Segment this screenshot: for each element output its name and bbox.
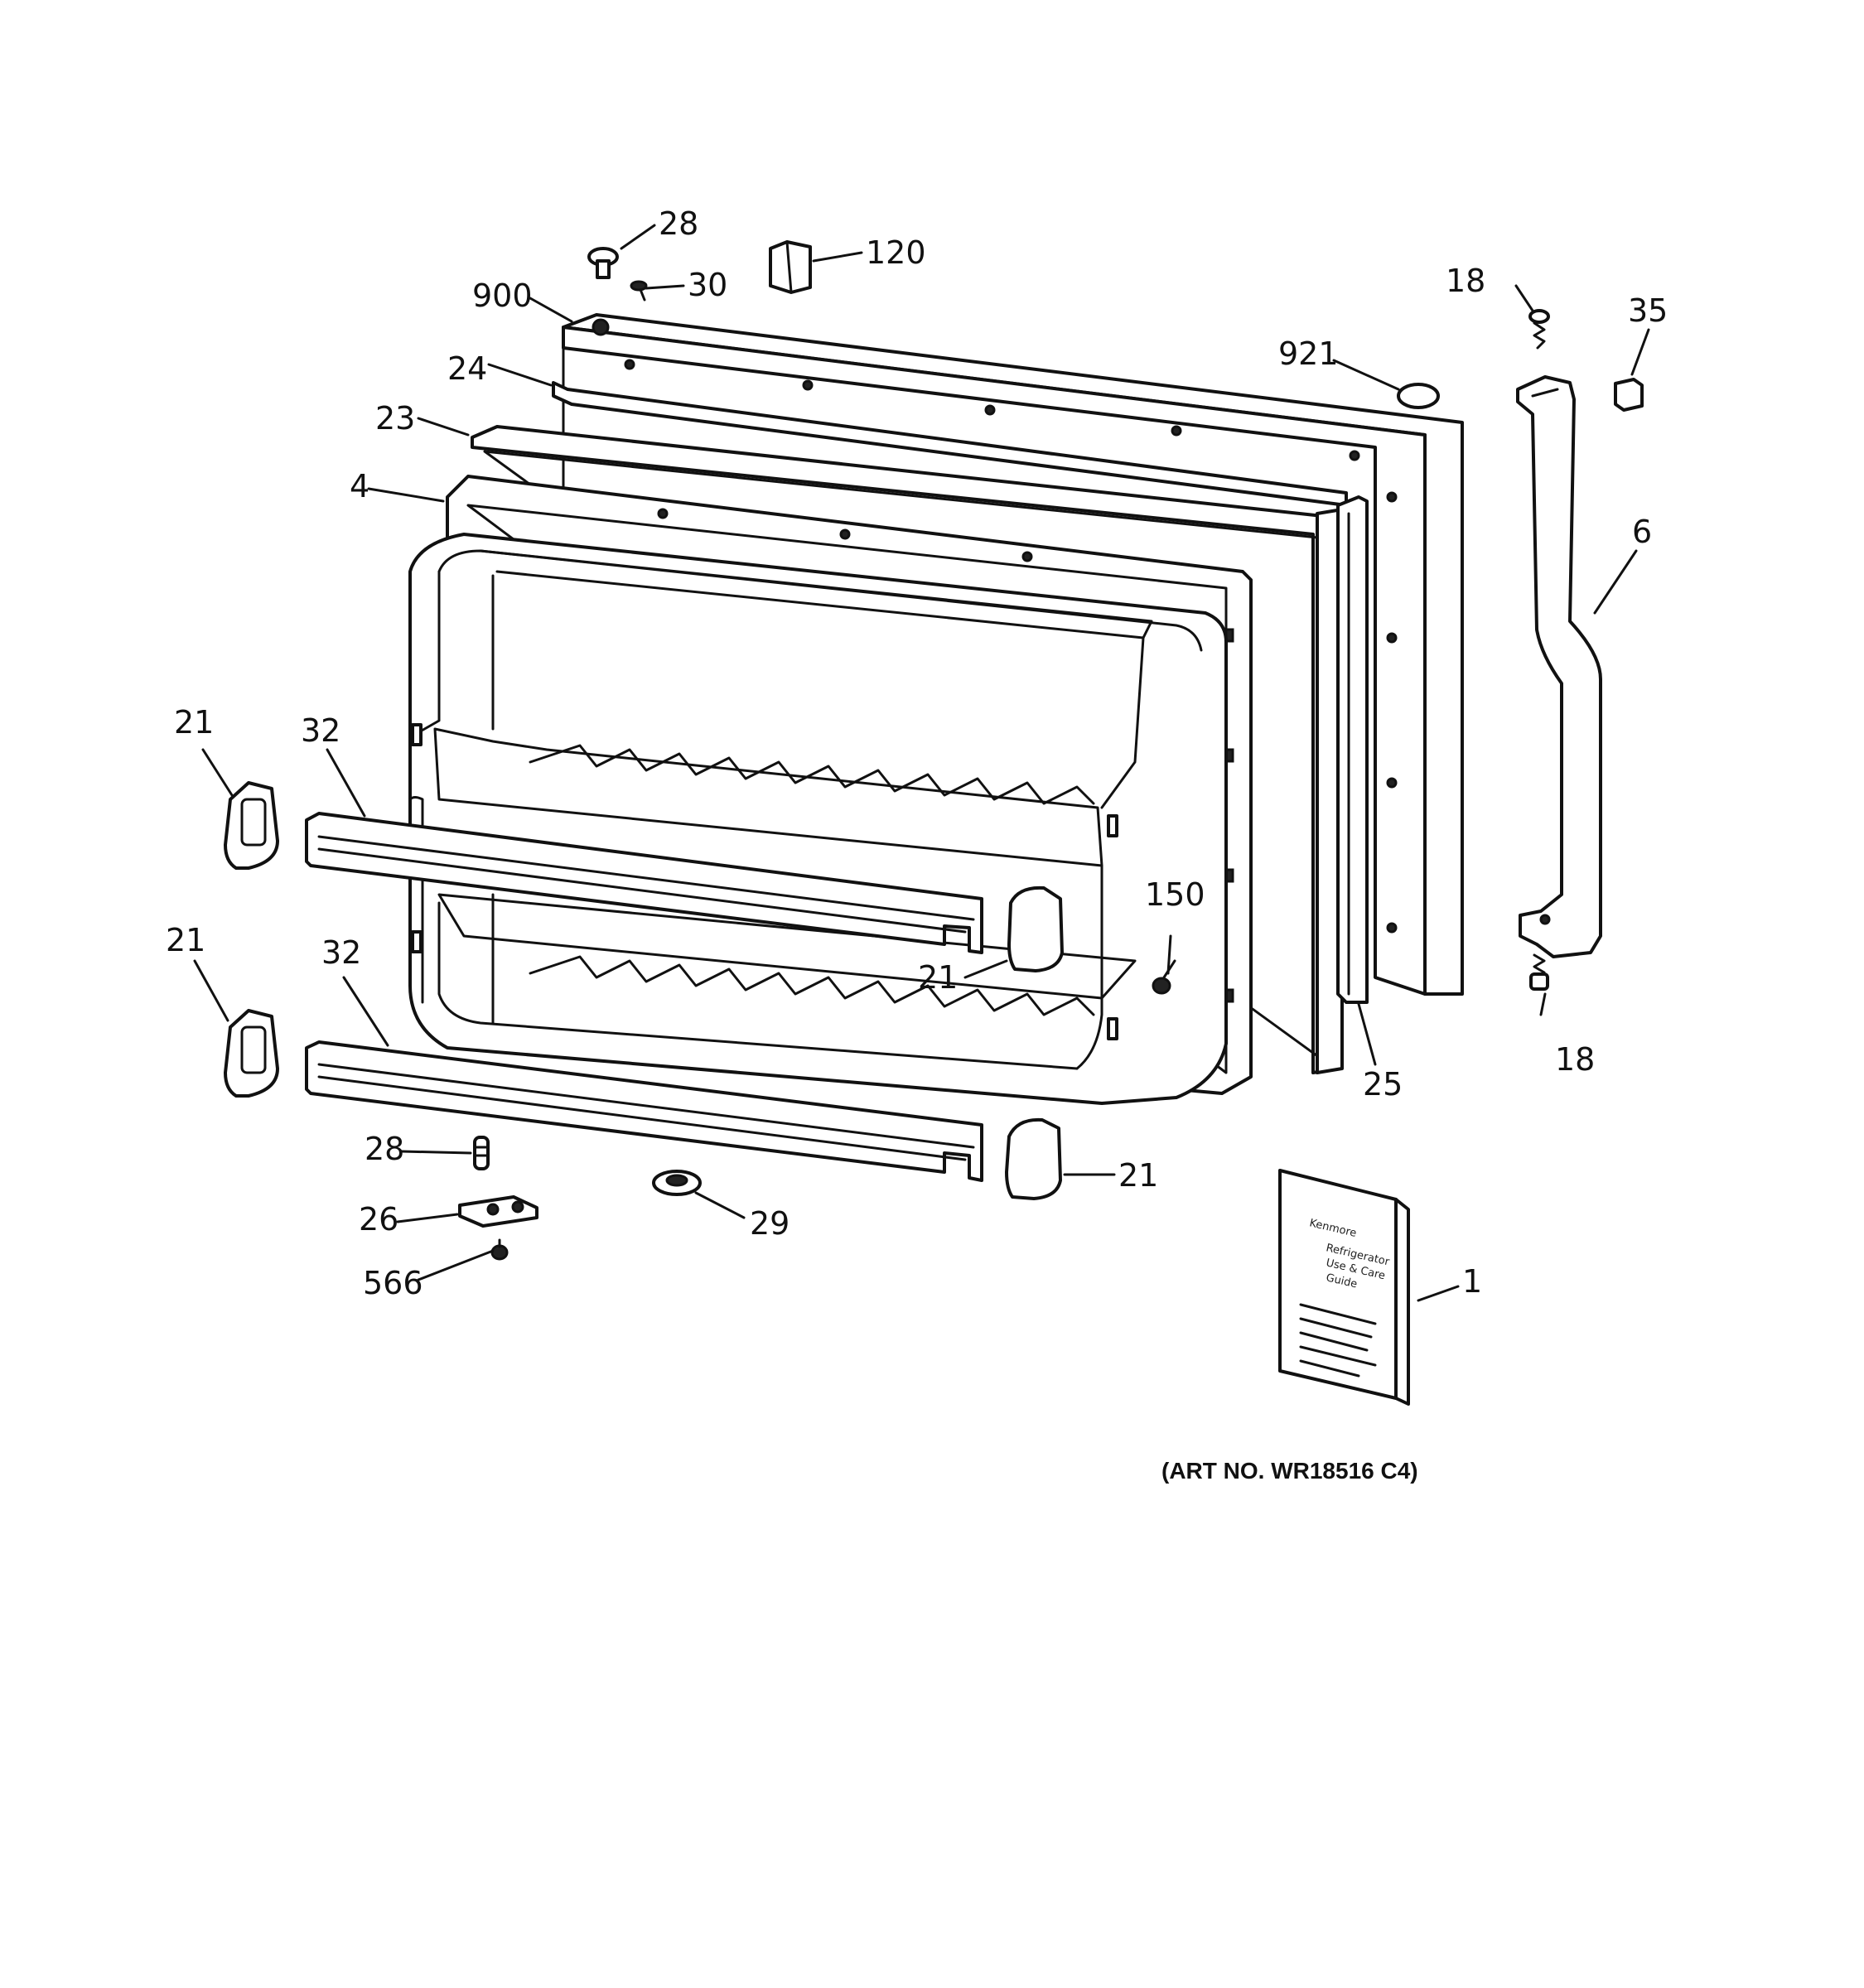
cap-35 <box>1614 378 1644 412</box>
leader-lines <box>193 224 1650 1302</box>
callout-921: 921 <box>1278 335 1339 372</box>
callout-25: 25 <box>1363 1066 1403 1103</box>
callout-26: 26 <box>359 1201 398 1238</box>
door-stop-strip-25 <box>1336 495 1369 1004</box>
callout-21-left-top: 21 <box>174 704 214 741</box>
plug-921 <box>1397 383 1440 409</box>
callout-32-bottom: 32 <box>321 934 361 971</box>
callout-21-left-bottom: 21 <box>166 922 205 958</box>
door-handle-6 <box>1516 375 1602 958</box>
screw-top <box>630 280 648 302</box>
art-number: (ART NO. WR18516 C4) <box>1161 1458 1418 1484</box>
callout-24: 24 <box>447 350 487 387</box>
callout-18-top: 18 <box>1446 263 1485 299</box>
callout-6: 6 <box>1632 514 1652 550</box>
block-120 <box>769 240 812 294</box>
callout-29: 29 <box>750 1205 790 1242</box>
callout-120: 120 <box>866 234 926 271</box>
hinge-plate-26 <box>458 1195 538 1228</box>
callout-21-mid: 21 <box>918 959 958 996</box>
callout-18-bottom: 18 <box>1555 1041 1595 1078</box>
shelf-end-cap-left-upper <box>224 781 279 870</box>
callout-labels: 28 30 120 900 24 23 4 921 18 35 6 18 21 … <box>166 205 1668 1301</box>
screw-566 <box>490 1238 509 1261</box>
callout-150: 150 <box>1145 876 1205 913</box>
shelf-end-cap-right-upper <box>1007 885 1064 972</box>
callout-1: 1 <box>1462 1263 1482 1300</box>
callout-28-bottom: 28 <box>365 1131 404 1167</box>
pin-28-bottom <box>473 1136 490 1170</box>
shelf-end-cap-right-lower <box>1005 1117 1062 1200</box>
door-outer-panel <box>562 313 1464 996</box>
bushing-29 <box>652 1170 702 1196</box>
door-inner-bin <box>408 533 1228 1105</box>
shelf-rail-upper <box>305 812 983 954</box>
callout-4: 4 <box>350 468 369 504</box>
callout-23: 23 <box>375 400 415 437</box>
screw-18-bottom <box>1529 953 1549 991</box>
callout-30: 30 <box>688 267 727 303</box>
shelf-end-cap-left-lower <box>224 1009 279 1098</box>
callout-35: 35 <box>1628 292 1668 329</box>
callout-900: 900 <box>472 277 533 314</box>
callout-566: 566 <box>363 1265 423 1301</box>
shelf-rail-lower <box>305 1040 983 1182</box>
plug-button-top <box>587 247 619 279</box>
callout-21-right-bottom: 21 <box>1118 1157 1158 1194</box>
callout-32-top: 32 <box>301 712 340 749</box>
use-care-booklet: Kenmore Refrigerator Use & Care Guide <box>1278 1169 1410 1406</box>
callout-28-top: 28 <box>659 205 698 242</box>
screw-18-top <box>1528 309 1550 350</box>
